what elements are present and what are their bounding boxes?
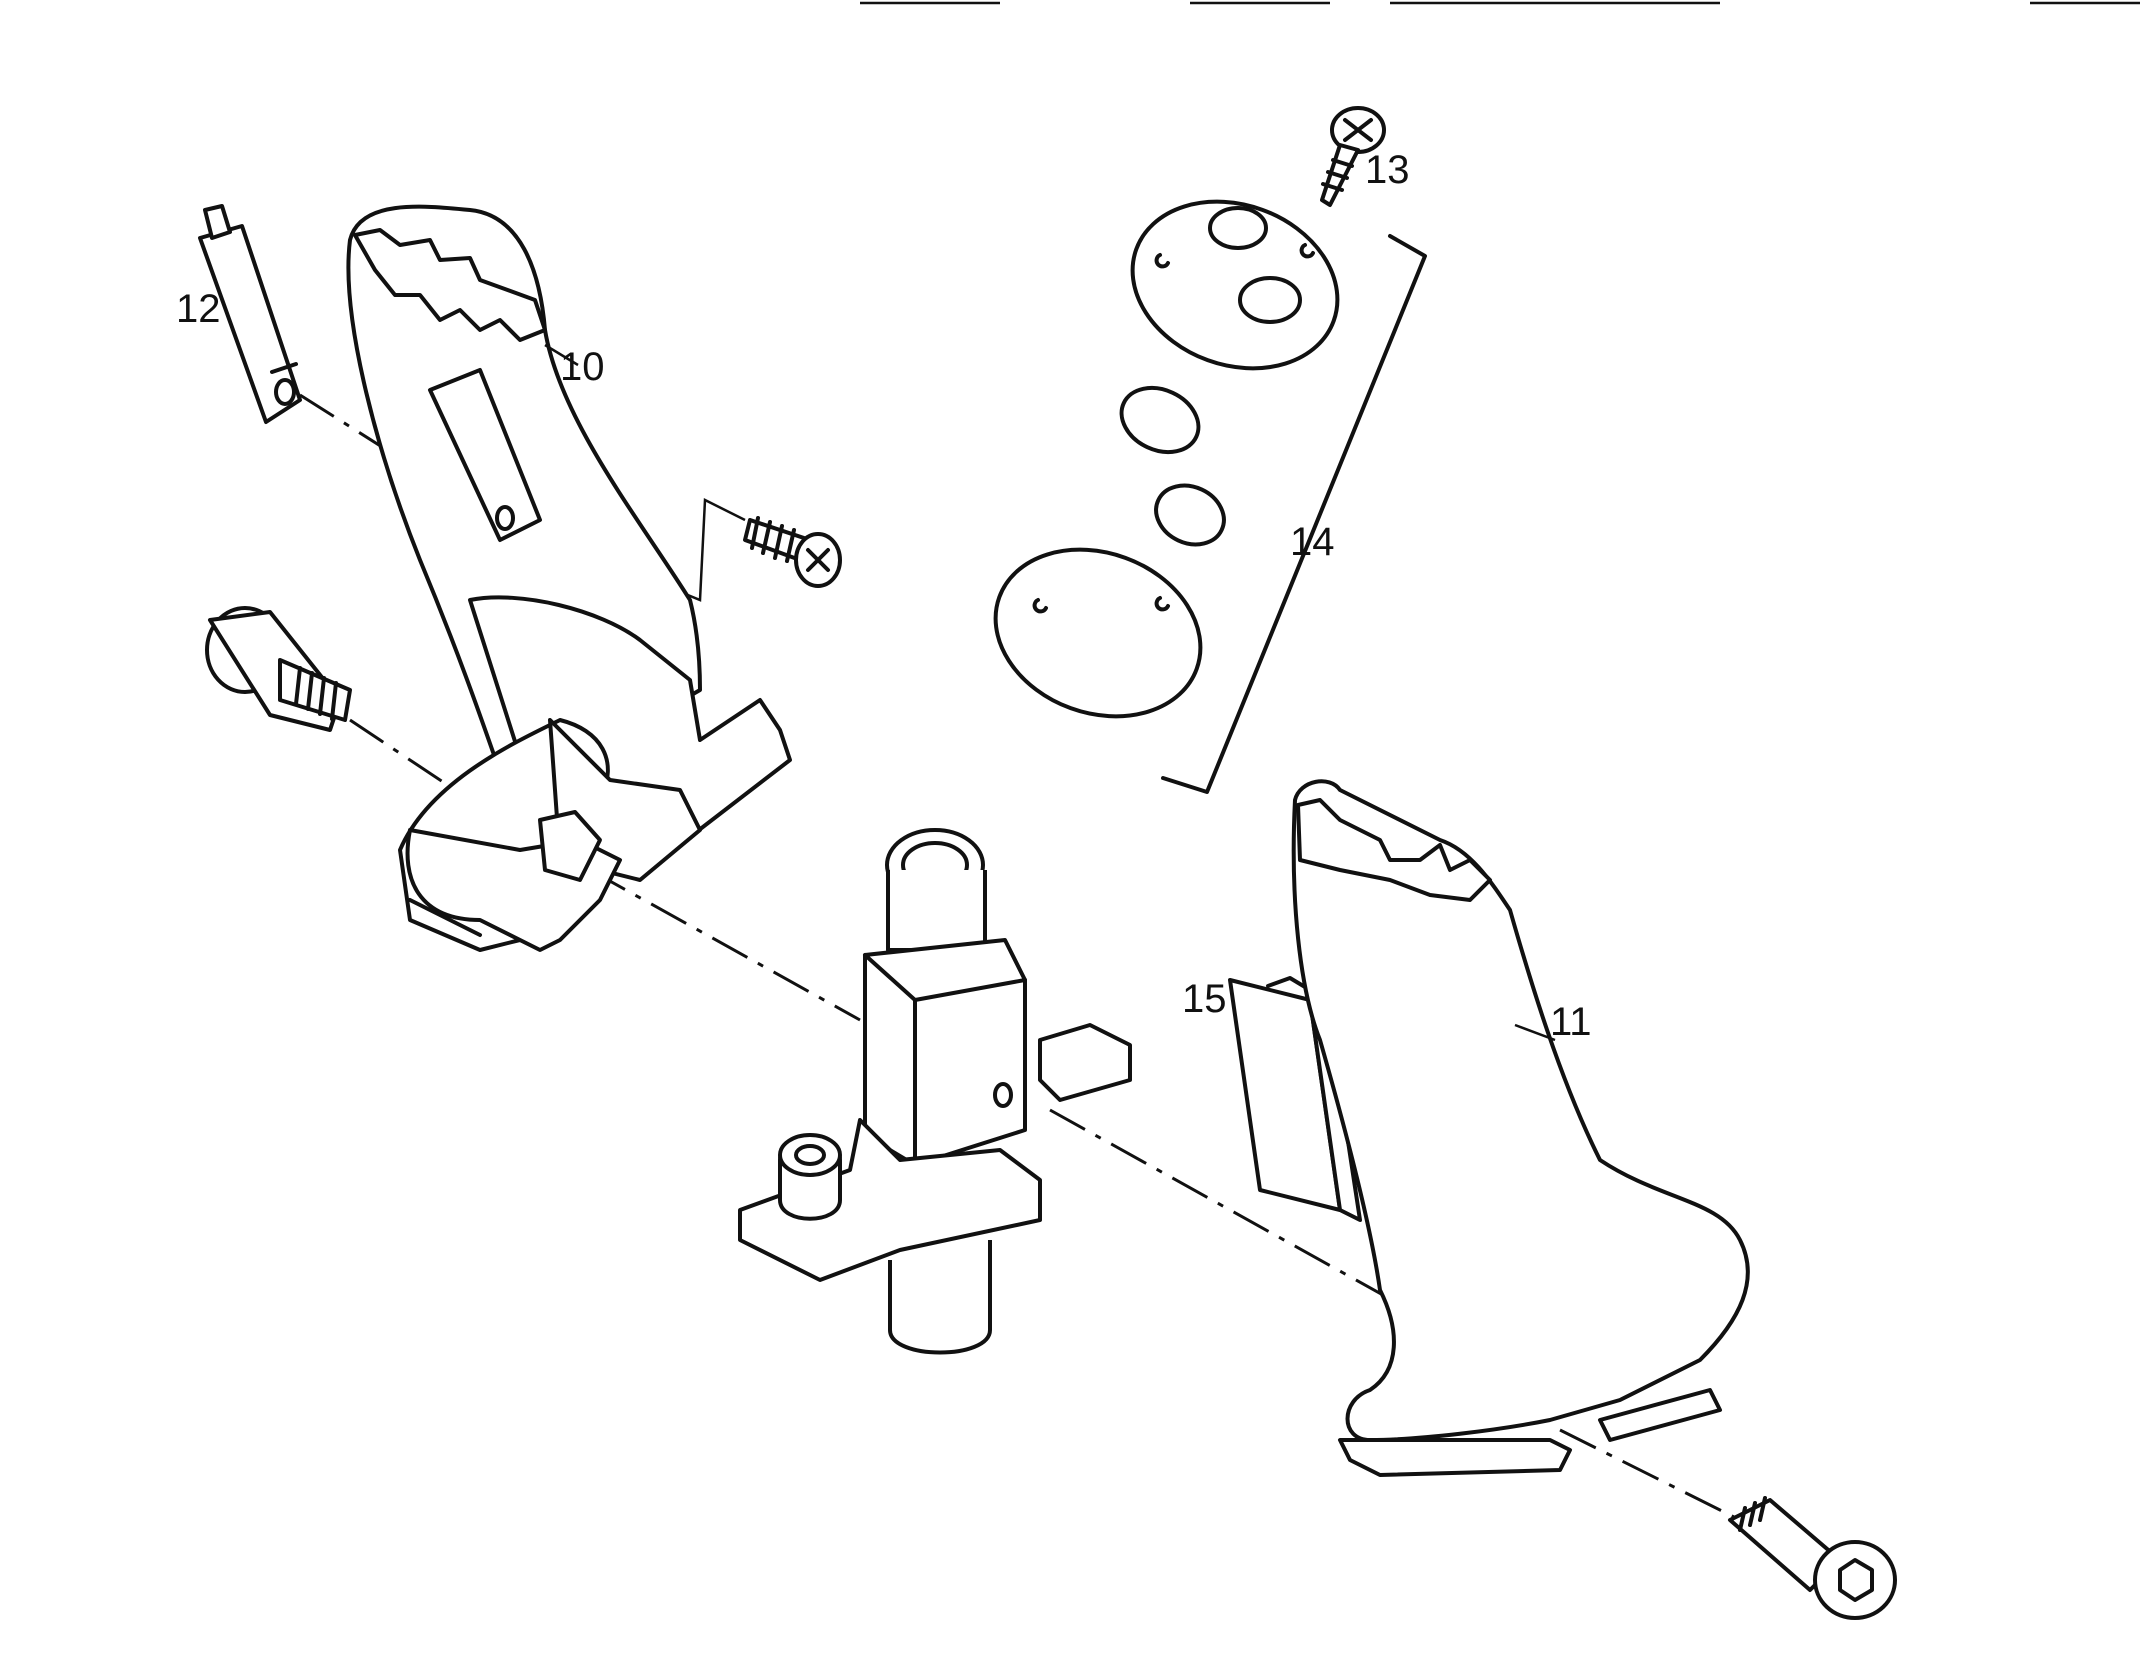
part-bolt-left (205, 606, 352, 732)
callout-leaders (544, 343, 1556, 1042)
part-10-handle-half (346, 204, 792, 952)
callout-11: 11 (1550, 1000, 1592, 1044)
part-11-handle-half (1291, 779, 1750, 1477)
part-central-shaft (738, 828, 1132, 1355)
part-screw-small (743, 516, 842, 588)
part-14-button-assembly (993, 199, 1427, 794)
part-bolt-right (1728, 1496, 1897, 1620)
callout-10: 10 (560, 345, 605, 389)
callout-13: 13 (1365, 148, 1410, 192)
callout-14: 14 (1290, 520, 1335, 564)
part-12-pin (198, 204, 302, 424)
part-13-screw (1320, 106, 1386, 207)
callout-12: 12 (176, 287, 221, 331)
callout-15: 15 (1182, 977, 1227, 1021)
